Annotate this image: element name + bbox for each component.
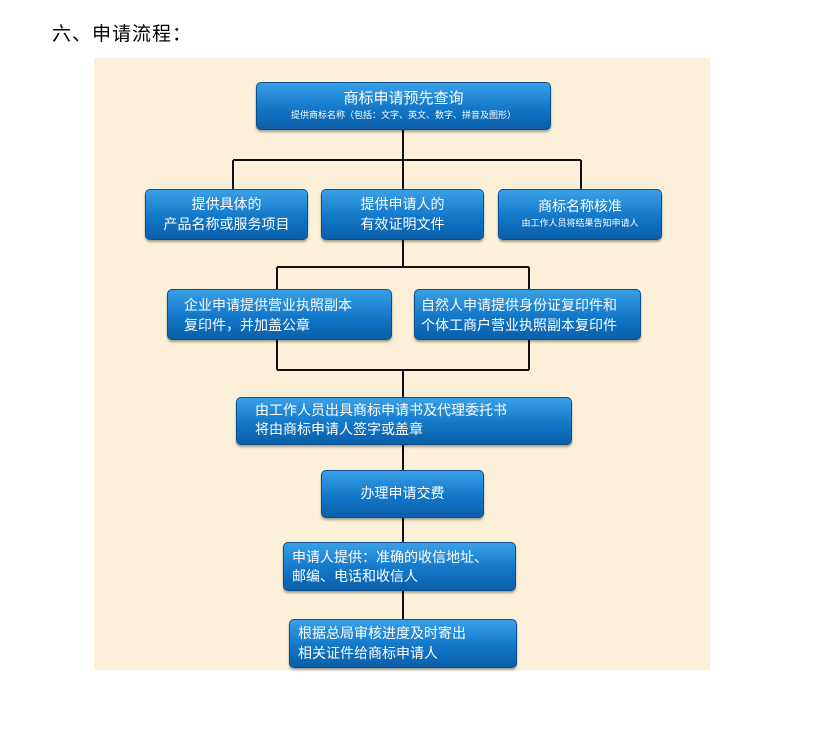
step-line-2: 将由商标申请人签字或盖章 [255, 422, 423, 438]
step-line-1: 提供具体的 [191, 197, 262, 213]
step-line-2: 个体工商户营业执照副本复印件 [421, 318, 617, 334]
step-name-approval: 商标名称核准 由工作人员将结果告知申请人 [498, 189, 662, 240]
step-line-1: 办理申请交费 [360, 486, 445, 502]
page-heading: 六、申请流程： [52, 23, 193, 45]
step-line-2: 相关证件给商标申请人 [298, 646, 438, 662]
step-line-1: 提供申请人的 [360, 197, 445, 213]
step-payment: 办理申请交费 [321, 470, 484, 518]
step-title: 商标申请预先查询 [343, 89, 464, 107]
step-line-1: 商标名称核准 [538, 199, 622, 215]
step-subtitle: 提供商标名称（包括：文字、英文、数字、拼音及图形） [290, 111, 516, 121]
step-individual-id: 自然人申请提供身份证复印件和 个体工商户营业执照副本复印件 [414, 289, 641, 340]
step-line-2: 邮编、电话和收信人 [292, 569, 418, 585]
flowchart-panel: 商标申请预先查询 提供商标名称（包括：文字、英文、数字、拼音及图形） 提供具体的… [94, 58, 710, 670]
step-company-license: 企业申请提供营业执照副本 复印件，并加盖公章 [167, 289, 392, 340]
step-line-1: 企业申请提供营业执照副本 [184, 298, 352, 314]
step-line-1: 由工作人员出具商标申请书及代理委托书 [255, 403, 507, 419]
step-trademark-search: 商标申请预先查询 提供商标名称（包括：文字、英文、数字、拼音及图形） [256, 82, 551, 130]
step-product-names: 提供具体的 产品名称或服务项目 [145, 189, 308, 240]
step-line-1: 申请人提供：准确的收信地址、 [292, 550, 488, 566]
step-line-2: 有效证明文件 [360, 217, 445, 233]
step-line-2: 产品名称或服务项目 [163, 217, 290, 233]
step-line-2: 由工作人员将结果告知申请人 [521, 219, 639, 229]
step-line-1: 自然人申请提供身份证复印件和 [421, 298, 617, 314]
step-line-1: 根据总局审核进度及时寄出 [298, 626, 466, 642]
step-send-documents: 根据总局审核进度及时寄出 相关证件给商标申请人 [289, 619, 517, 668]
step-mailing-info: 申请人提供：准确的收信地址、 邮编、电话和收信人 [283, 542, 516, 591]
connector-lines [232, 130, 582, 619]
step-line-2: 复印件，并加盖公章 [184, 318, 310, 334]
step-application-form: 由工作人员出具商标申请书及代理委托书 将由商标申请人签字或盖章 [236, 397, 572, 445]
step-applicant-documents: 提供申请人的 有效证明文件 [321, 189, 484, 240]
